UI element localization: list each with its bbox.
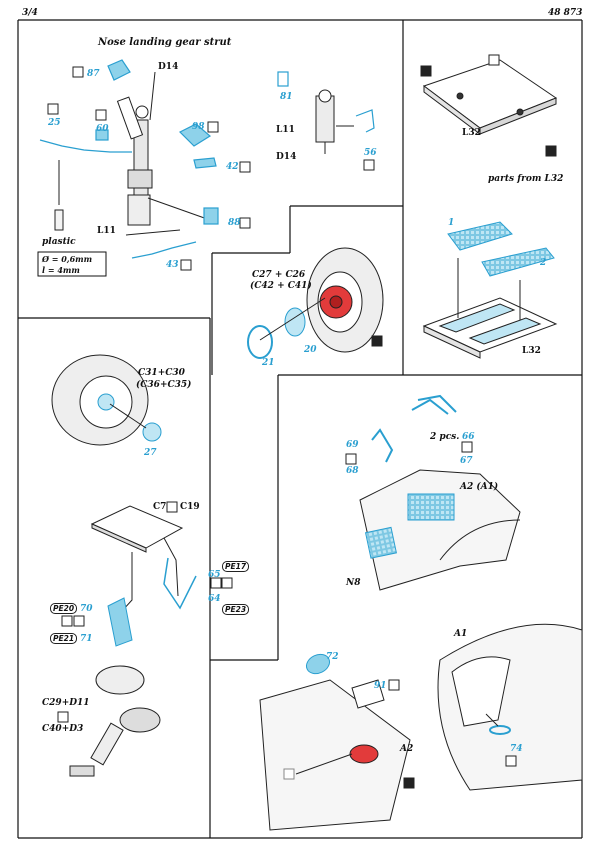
- ref-a2: A2: [400, 744, 414, 754]
- ref-n8: N8: [346, 578, 361, 588]
- plastic-label: plastic: [42, 237, 76, 247]
- part-56: 56: [364, 148, 377, 158]
- part-25: 25: [48, 118, 61, 128]
- wheel-front: [247, 247, 384, 359]
- pill-pe20: PE20: [50, 603, 78, 614]
- part-67: 67: [460, 456, 473, 466]
- part-72: 72: [326, 652, 339, 662]
- part-88: 88: [228, 218, 241, 228]
- pill-pe17: PE17: [222, 561, 250, 572]
- rod-spec-box: [37, 251, 107, 277]
- ref-c7: C7: [153, 502, 167, 512]
- wheel-left-ref-alt: (C36+C35): [136, 380, 192, 390]
- part-70: 70: [80, 604, 93, 614]
- nose-strut-drawing: [116, 71, 211, 236]
- part-98: 98: [192, 122, 205, 132]
- nose-small-strut: [315, 89, 354, 154]
- kit-code: 48 873: [548, 8, 583, 18]
- part-68: 68: [346, 466, 359, 476]
- wheel-front-ref: C27 + C26: [252, 270, 306, 280]
- part-81: 81: [280, 92, 293, 102]
- ref-a2-a1: A2 (A1): [460, 482, 499, 492]
- part-65: 65: [208, 570, 221, 580]
- panel-borders: [17, 19, 583, 839]
- part-74: 74: [510, 744, 523, 754]
- wheel-left: [51, 354, 162, 446]
- cockpit-drawing: [359, 394, 521, 591]
- page-number: 3/4: [22, 8, 38, 18]
- tray-bottom: [422, 258, 558, 359]
- part-60: 60: [96, 124, 109, 134]
- ref-l11: L11: [97, 226, 116, 236]
- part-87: 87: [87, 69, 100, 79]
- rod-spec-diameter: Ø = 0,6mm: [42, 254, 93, 264]
- ref-d14: D14: [158, 62, 179, 72]
- cockpit-qty: 2 pcs.: [430, 432, 460, 442]
- ref-a1: A1: [454, 629, 468, 639]
- rod-spec-length: l = 4mm: [42, 265, 80, 275]
- part-2: 2: [540, 258, 547, 268]
- ref-d14-small: D14: [276, 152, 297, 162]
- part-42: 42: [226, 162, 239, 172]
- ref-l32-top: L32: [462, 128, 481, 138]
- nose-title: Nose landing gear strut: [98, 37, 232, 48]
- part-27: 27: [144, 448, 157, 458]
- part-43: 43: [166, 260, 179, 270]
- pill-pe23: PE23: [222, 604, 250, 615]
- light-drawing: [259, 653, 411, 831]
- part-66: 66: [462, 432, 475, 442]
- part-64: 64: [208, 594, 221, 604]
- plastic-rod: [54, 160, 64, 231]
- strut-bottom-drawing: [69, 505, 197, 777]
- ref-c19: C19: [180, 502, 200, 512]
- part-1: 1: [448, 218, 455, 228]
- wheel-front-ref-alt: (C42 + C41): [250, 281, 312, 291]
- parts-from-label: parts from L32: [488, 174, 564, 184]
- nose-blue-parts: [39, 59, 375, 259]
- part-20: 20: [304, 345, 317, 355]
- ref-l32-bottom: L32: [522, 346, 541, 356]
- ref-l11-small: L11: [276, 125, 295, 135]
- tray-top: [422, 59, 558, 135]
- ref-c40-d3: C40+D3: [42, 724, 84, 734]
- tray-sheet-1: [447, 221, 555, 277]
- part-91: 91: [374, 681, 387, 691]
- part-71: 71: [80, 634, 93, 644]
- ref-c29-d11: C29+D11: [42, 698, 90, 708]
- check-icons: [47, 54, 557, 789]
- pill-pe21: PE21: [50, 633, 78, 644]
- a1-drawing: [437, 623, 583, 791]
- wheel-left-ref: C31+C30: [138, 368, 185, 378]
- part-21: 21: [262, 358, 275, 368]
- part-69: 69: [346, 440, 359, 450]
